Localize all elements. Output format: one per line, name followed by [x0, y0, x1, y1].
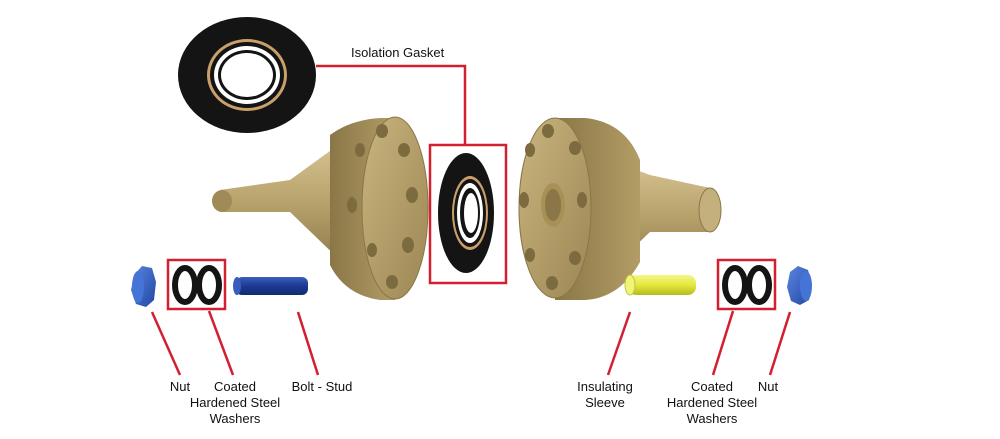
label-insulating-sleeve: Insulating Sleeve: [577, 379, 633, 410]
gasket-callout-box: [428, 143, 508, 285]
nut-right: [787, 266, 812, 305]
label-nut-left: Nut: [169, 379, 191, 394]
callouts: [150, 64, 792, 376]
right-flange: [518, 117, 722, 300]
gasket-enlarged: [178, 17, 316, 133]
gasket-leader: [316, 64, 467, 145]
washers-left-leader: [207, 310, 235, 376]
nut-right-leader: [768, 311, 792, 376]
bolt-stud: [233, 277, 308, 295]
washers-right: [722, 265, 772, 305]
label-washers-left: Coated Hardened Steel Washers: [189, 379, 281, 426]
label-isolation-gasket: Isolation Gasket: [351, 45, 445, 60]
washers-left-callout-box: [166, 258, 227, 311]
label-bolt-stud: Bolt - Stud: [291, 379, 353, 394]
label-nut-right: Nut: [757, 379, 779, 394]
left-flange: [212, 116, 429, 300]
insulating-sleeve-leader: [606, 311, 632, 376]
label-washers-right: Coated Hardened Steel Washers: [666, 379, 758, 426]
washers-right-callout-box: [716, 258, 777, 311]
bolt-stud-leader: [296, 311, 320, 376]
gasket-installed: [438, 153, 494, 273]
washers-left: [172, 265, 222, 305]
nut-left: [131, 266, 156, 307]
washers-right-leader: [711, 310, 735, 376]
nut-left-leader: [150, 311, 182, 376]
insulating-sleeve: [624, 274, 696, 296]
